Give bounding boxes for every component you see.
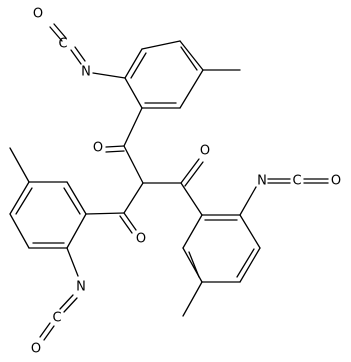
- left-methyl: [9, 147, 30, 183]
- atom-n-nco-top: N: [81, 65, 91, 80]
- top-aryl-ring: [49, 23, 241, 109]
- left-aryl-ring: [9, 147, 125, 341]
- atom-n-nco-right: N: [257, 174, 267, 189]
- atom-n-nco-bottom: N: [76, 280, 86, 295]
- atom-labels: O C N O O O N C O N C O: [31, 7, 341, 357]
- atom-o-ketone-top: O: [93, 141, 103, 156]
- right-methyl: [182, 281, 203, 317]
- central-chain: [105, 107, 204, 234]
- atom-o-ketone-right: O: [200, 144, 210, 159]
- atom-o-ketone-left: O: [136, 232, 146, 247]
- atom-o-nco-bottom: O: [31, 342, 41, 357]
- right-aryl-ring: [180, 178, 329, 317]
- atom-c-nco-bottom: C: [52, 311, 61, 326]
- atom-c-nco-top: C: [58, 37, 67, 52]
- atom-o-nco-right: O: [331, 174, 341, 189]
- atom-c-nco-right: C: [292, 174, 301, 189]
- atom-o-nco-top: O: [33, 7, 43, 22]
